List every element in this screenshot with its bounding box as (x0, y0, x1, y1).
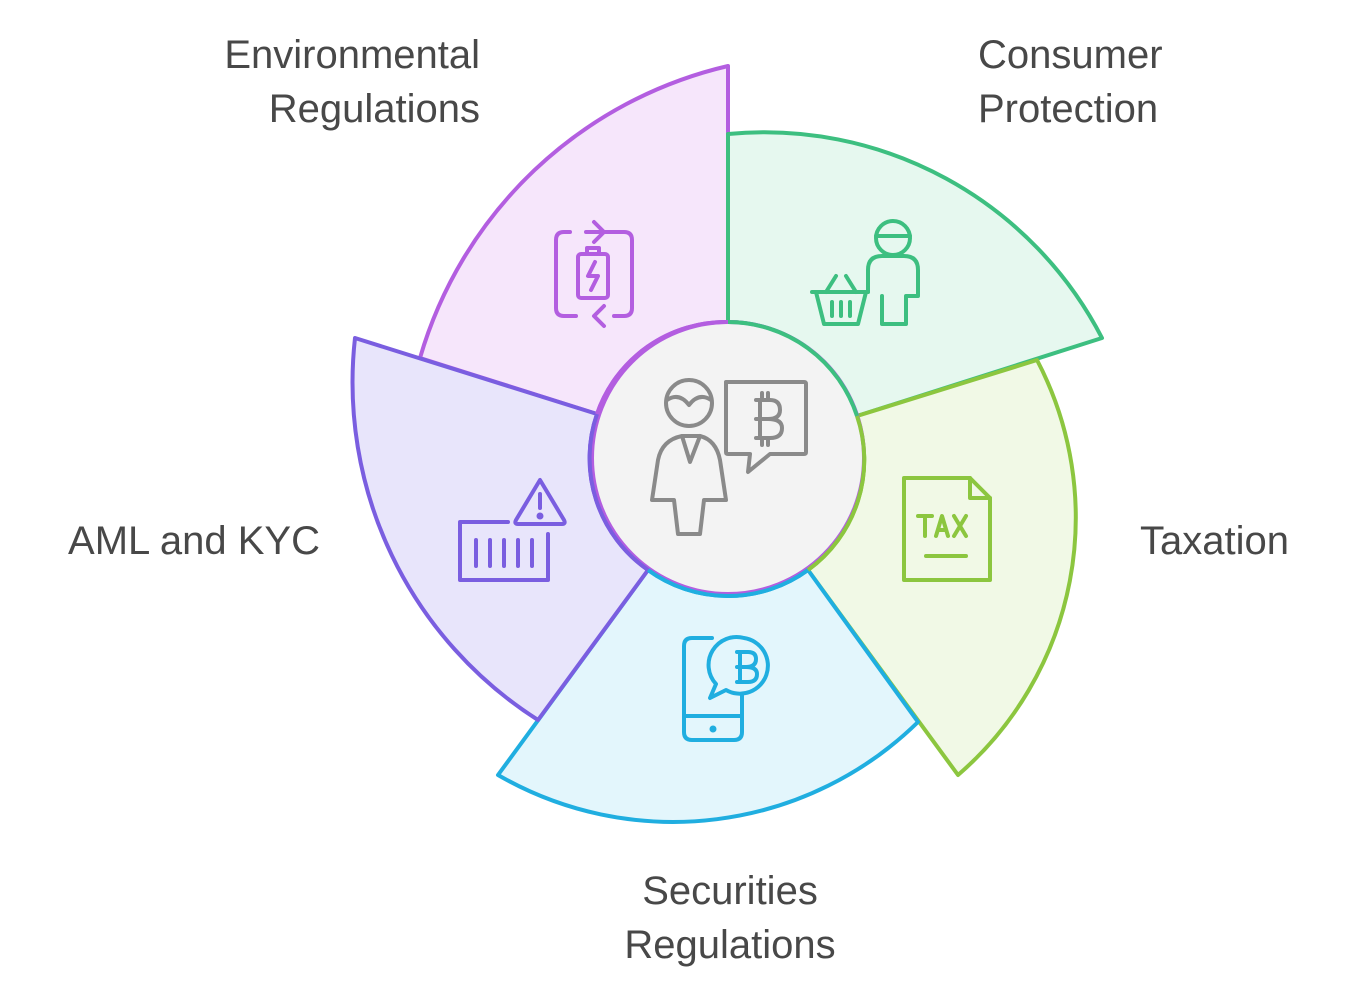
battery-recycle-icon (554, 220, 634, 328)
label-aml-kyc: AML and KYC (68, 519, 320, 563)
label-securities-regulations: Securities Regulations (624, 869, 836, 967)
shopper-basket-icon (810, 219, 920, 326)
label-taxation: Taxation (1140, 519, 1289, 563)
phone-bitcoin-icon (682, 635, 770, 742)
person-bitcoin-speech-icon (650, 378, 808, 536)
tax-document-icon (902, 476, 992, 582)
label-environmental-regulations: Environmental Regulations (224, 33, 480, 131)
barcode-warning-icon (458, 478, 567, 582)
center-hub (587, 319, 867, 599)
label-consumer-protection: Consumer Protection (978, 33, 1163, 131)
